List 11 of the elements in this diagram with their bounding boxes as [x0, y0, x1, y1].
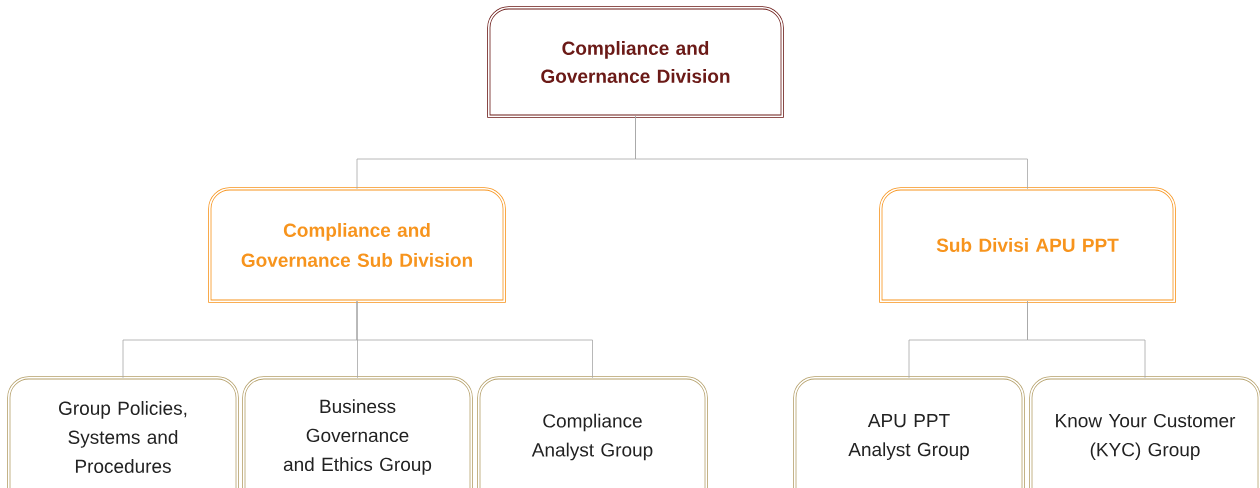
- org-box: Compliance and Governance Division: [487, 6, 784, 118]
- org-box: Group Policies, Systems and Procedures: [7, 376, 239, 488]
- org-box: Compliance Analyst Group: [477, 376, 708, 488]
- org-box: APU PPT Analyst Group: [793, 376, 1025, 488]
- org-box: Business Governance and Ethics Group: [242, 376, 473, 488]
- org-box: Compliance and Governance Sub Division: [208, 187, 506, 303]
- connector-line: [356, 300, 593, 379]
- org-box: Sub Divisi APU PPT: [879, 187, 1176, 303]
- connector-line: [635, 115, 1028, 190]
- org-box: Know Your Customer (KYC) Group: [1029, 376, 1260, 488]
- connector-line: [1027, 300, 1146, 379]
